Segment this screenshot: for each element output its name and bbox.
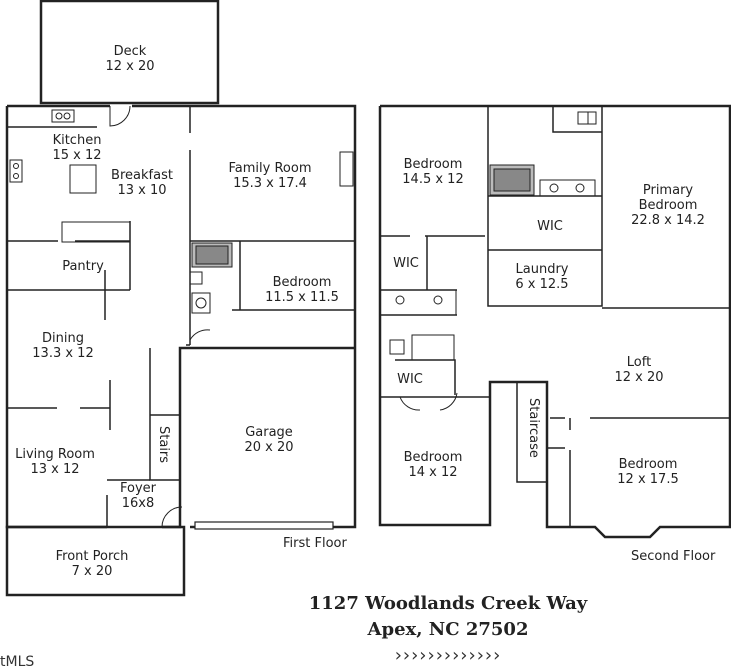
second-floor-fixtures <box>379 111 597 411</box>
first-floor-walls <box>5 104 357 597</box>
chevron-decoration: ››››››››››››› <box>394 645 502 666</box>
wic-primary-label: WIC <box>537 219 563 234</box>
deck-outline <box>39 0 220 105</box>
first-floor-doors <box>109 105 211 528</box>
address-line-2: Apex, NC 27502 <box>367 619 529 640</box>
stairs-label: Stairs <box>156 426 171 464</box>
first-floor-interior-walls <box>7 106 355 527</box>
mls-logo-text: tMLS <box>0 654 35 670</box>
second-floor-walls <box>378 104 731 539</box>
wic-lower-label: WIC <box>397 372 423 387</box>
first-floor-fixtures <box>9 109 354 314</box>
second-floor-title: Second Floor <box>631 549 716 564</box>
garage-door <box>194 521 334 530</box>
address-line-1: 1127 Woodlands Creek Way <box>308 593 588 614</box>
wic-left-label: WIC <box>393 256 419 271</box>
first-floor-title: First Floor <box>283 536 347 551</box>
staircase-label: Staircase <box>526 398 541 458</box>
staircase-outline <box>516 381 548 483</box>
pantry-label: Pantry <box>62 259 104 274</box>
